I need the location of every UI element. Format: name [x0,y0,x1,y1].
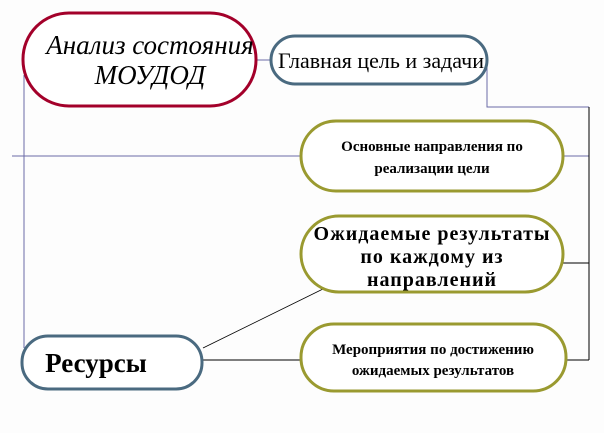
node-results-line2: по каждому из [360,246,503,268]
node-activities-line1: Мероприятия по достижению [332,342,534,358]
node-directions-line2: реализации цели [374,161,490,177]
connector-goal-right [486,62,589,108]
node-activities[interactable]: Мероприятия по достижению ожидаемых резу… [299,322,568,393]
node-results-line1: Ожидаемые результаты [313,223,550,245]
node-resources[interactable]: Ресурсы [20,334,204,391]
node-results[interactable]: Ожидаемые результаты по каждому из напра… [299,214,565,294]
node-resources-label: Ресурсы [45,348,147,378]
node-results-line3: направлений [367,269,497,291]
node-analysis-line1: Анализ состояния [44,30,253,60]
node-directions-line1: Основные направления по [341,139,523,155]
node-analysis-line2: МОУДОД [94,60,208,90]
node-directions[interactable]: Основные направления по реализации цели [299,119,565,193]
node-analysis[interactable]: Анализ состояния МОУДОД [21,11,258,108]
connector-resources-results [202,287,326,349]
node-goal-label: Главная цель и задачи [278,48,484,73]
node-activities-line2: ожидаемых результатов [352,363,514,379]
node-goal[interactable]: Главная цель и задачи [269,34,489,86]
